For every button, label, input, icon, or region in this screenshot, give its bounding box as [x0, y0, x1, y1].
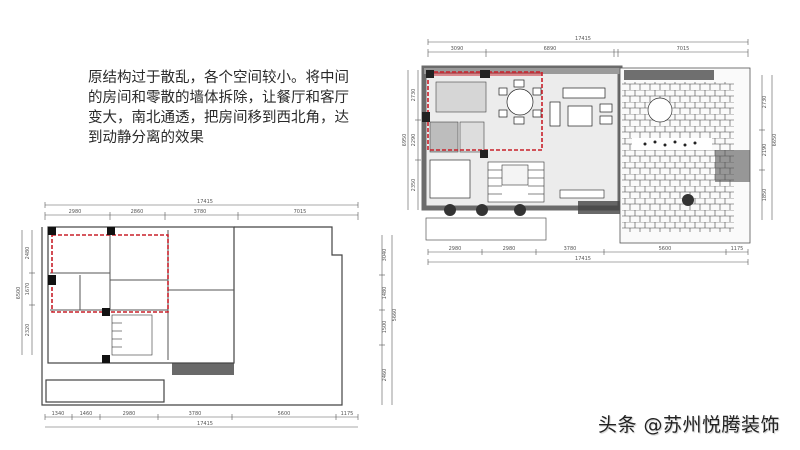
dim-segment: 3780 [194, 209, 207, 215]
north-wall [424, 68, 620, 74]
description-line: 变大，南北通透，把房间移到西北角，达 [88, 110, 349, 126]
dim-segment: 1340 [52, 411, 65, 417]
dim-segment: 2730 [411, 89, 417, 102]
dim-segment: 5600 [659, 246, 672, 252]
dim-segment: 1500 [382, 321, 388, 334]
structural-columns [422, 70, 490, 158]
dim-segment: 2730 [762, 96, 768, 109]
dim-total-bottom: 17415 [197, 421, 213, 427]
bed [435, 81, 487, 113]
dim-segment: 6890 [544, 46, 557, 52]
bottom-dimension-line [44, 414, 359, 428]
dim-total-right: 5660 [392, 309, 398, 322]
planter-strip [624, 70, 714, 80]
watermark: 头条 @苏州悦腾装饰 [598, 414, 781, 436]
dim-segment: 3780 [189, 411, 202, 417]
right-dimension-line [759, 75, 773, 220]
rock-garden [715, 150, 750, 182]
dim-segment: 5600 [278, 411, 291, 417]
floor-plan-after: 17415 3090 6890 7015 2730 2290 2350 6950 [402, 36, 778, 265]
dim-segment: 2290 [411, 134, 417, 147]
dim-segment: 1175 [341, 411, 354, 417]
dim-total-top: 17415 [575, 36, 591, 42]
bottom-dimension-line [427, 249, 749, 265]
dim-segment: 2980 [69, 209, 82, 215]
dim-segment: 2980 [503, 246, 516, 252]
top-dimension-line [427, 39, 749, 57]
dim-total-bottom: 17415 [575, 256, 591, 262]
spiral-stair [647, 97, 673, 123]
right-dimension-line [379, 235, 393, 405]
dim-segment: 1850 [762, 189, 768, 202]
dim-segment: 3090 [451, 46, 464, 52]
dim-segment: 1175 [731, 246, 744, 252]
guest-room [429, 159, 471, 199]
description-line: 原结构过于散乱，各个空间较小。将中间 [88, 70, 349, 86]
wardrobe [459, 121, 485, 153]
terrace-deck [619, 67, 751, 244]
dim-segment: 2350 [411, 179, 417, 192]
exterior-walls [41, 226, 343, 406]
dim-segment: 1670 [25, 283, 31, 296]
planters-south [444, 204, 526, 216]
floor-plan-before: 17415 2980 2860 3780 7015 2480 1670 2320… [16, 199, 398, 428]
dim-segment: 2980 [123, 411, 136, 417]
dim-total-top: 17415 [197, 199, 213, 205]
structural-columns [48, 227, 115, 363]
tv-cabinet [559, 189, 605, 199]
dim-segment: 2980 [449, 246, 462, 252]
description-line: 到动静分离的效果 [88, 130, 204, 146]
dim-segment: 3780 [564, 246, 577, 252]
renovation-description: 原结构过于散乱，各个空间较小。将中间 的房间和零散的墙体拆除，让餐厅和客厅 变大… [88, 68, 388, 148]
south-garden-box [425, 217, 547, 241]
staircase [111, 314, 153, 356]
dim-segment: 2320 [25, 324, 31, 337]
dim-segment: 1460 [80, 411, 93, 417]
dim-segment: 2460 [382, 369, 388, 382]
dim-total-right: 6650 [772, 134, 778, 147]
top-dimension-line [44, 202, 359, 220]
dim-total-left: 6500 [16, 287, 22, 300]
bathroom [429, 121, 459, 153]
dim-segment: 7015 [677, 46, 690, 52]
dim-segment: 2190 [762, 144, 768, 157]
description-line: 的房间和零散的墙体拆除，让餐厅和客厅 [88, 90, 349, 106]
dim-segment: 7015 [294, 209, 307, 215]
hatched-area [172, 363, 234, 375]
dim-segment: 2860 [131, 209, 144, 215]
left-dimension-line [407, 70, 421, 210]
living-room-sofa [549, 87, 613, 127]
dim-segment: 2480 [25, 247, 31, 260]
staircase [487, 161, 545, 203]
left-dimension-line [21, 230, 35, 355]
dim-segment: 1480 [382, 287, 388, 300]
dim-segment: 3040 [382, 249, 388, 262]
dim-total-left: 6950 [402, 134, 408, 147]
dining-table [498, 79, 542, 125]
